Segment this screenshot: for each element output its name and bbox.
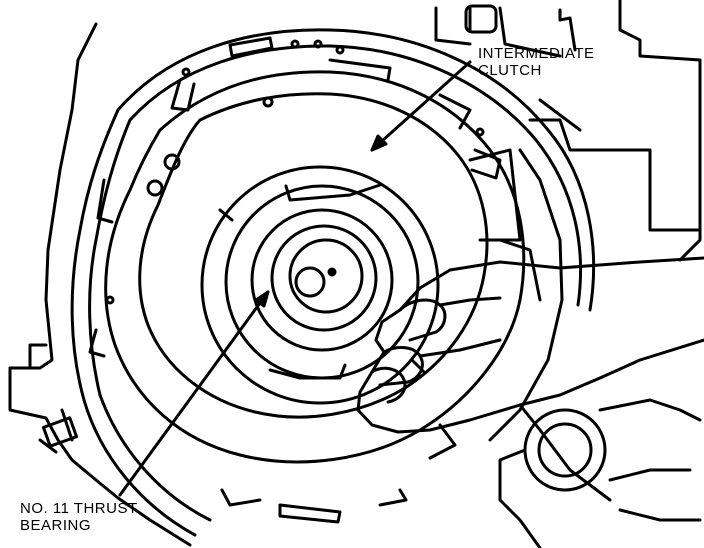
- left-bracket: [8, 343, 48, 370]
- label-intermediate-clutch-line2: CLUTCH: [478, 62, 542, 79]
- outer-drum-ring: [70, 28, 596, 402]
- thrust-bearing-ring: [270, 224, 378, 332]
- case-outline: [8, 22, 192, 547]
- arrow-thrust-icon: [254, 290, 270, 308]
- drum-hole: [290, 39, 300, 49]
- drum-band-right: [488, 148, 564, 442]
- label-intermediate-clutch: INTERMEDIATE CLUTCH: [478, 45, 595, 79]
- finger: [398, 298, 447, 342]
- hand-outline: [356, 256, 704, 434]
- hub-ring-inner: [250, 208, 394, 352]
- label-thrust-bearing-line1: NO. 11 THRUST: [20, 500, 138, 517]
- bolt-head: [41, 416, 79, 448]
- outer-drum-ring-inner: [88, 44, 583, 397]
- leader-intermediate: [370, 60, 472, 152]
- case-housing-right: [434, 0, 702, 262]
- shaft-center: [294, 266, 326, 298]
- label-thrust-bearing-line2: BEARING: [20, 517, 92, 534]
- label-intermediate-clutch-line1: INTERMEDIATE: [478, 45, 595, 62]
- lower-bearing: [523, 408, 607, 492]
- case-boss: [464, 4, 498, 34]
- arrow-intermediate-icon: [370, 134, 388, 152]
- hub-ring-outer: [200, 165, 440, 405]
- leader-thrust: [118, 290, 270, 497]
- clutch-plate-ring: [104, 70, 526, 464]
- label-thrust-bearing: NO. 11 THRUST BEARING: [20, 500, 138, 534]
- ring-tab-top: [228, 36, 274, 58]
